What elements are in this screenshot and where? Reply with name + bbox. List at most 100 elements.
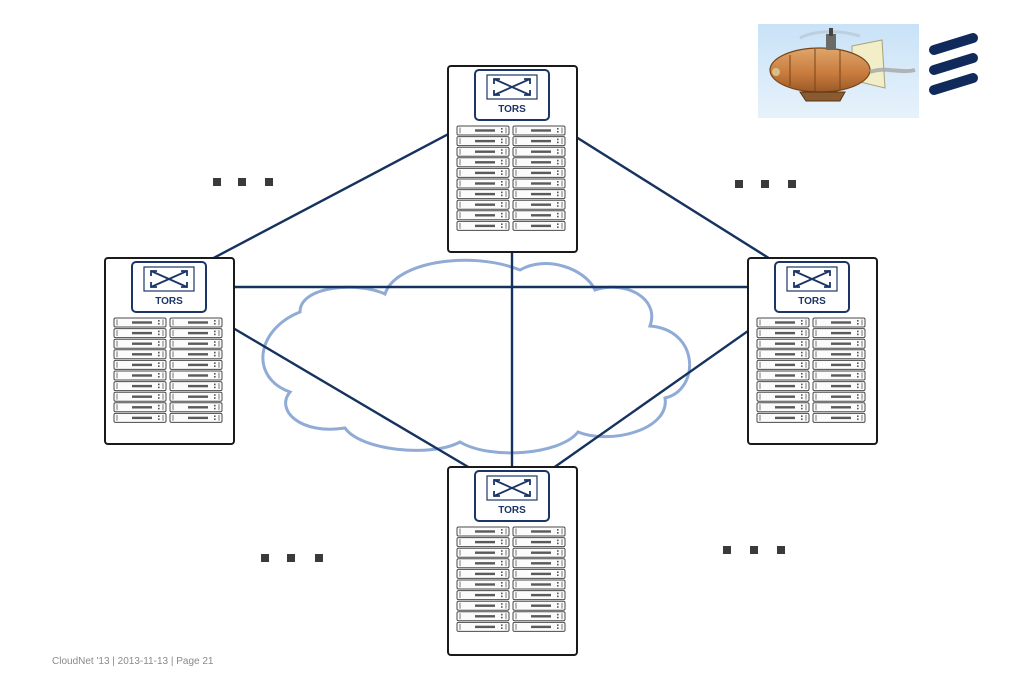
ellipsis-bottom-left	[261, 554, 323, 562]
server-unit-icon	[512, 547, 566, 558]
switch-arrows-icon	[486, 74, 538, 100]
server-unit-icon	[169, 381, 223, 392]
switch-arrows-icon	[143, 266, 195, 292]
footer-text: CloudNet '13 | 2013-11-13 | Page 21	[52, 656, 214, 667]
server-unit-icon	[512, 590, 566, 601]
server-unit-icon	[456, 590, 510, 601]
server-unit-icon	[456, 600, 510, 611]
server-unit-icon	[756, 381, 810, 392]
server-unit-icon	[512, 136, 566, 147]
server-unit-icon	[169, 370, 223, 381]
server-unit-icon	[113, 391, 167, 402]
server-unit-icon	[756, 402, 810, 413]
server-unit-icon	[512, 611, 566, 622]
server-unit-icon	[756, 412, 810, 423]
server-unit-icon	[169, 402, 223, 413]
server-unit-icon	[512, 199, 566, 210]
server-unit-icon	[169, 359, 223, 370]
server-unit-icon	[812, 402, 866, 413]
server-unit-icon	[812, 391, 866, 402]
server-rack-left: TORS	[104, 257, 235, 445]
switch-arrows-icon	[786, 266, 838, 292]
link-top-left	[205, 118, 476, 264]
racks-layer: TORS TORS TORS TORS	[104, 65, 878, 656]
tors-switch-top: TORS	[474, 69, 550, 121]
server-unit-icon	[456, 621, 510, 632]
tors-label: TORS	[798, 296, 826, 307]
server-unit-icon	[512, 157, 566, 168]
server-unit-icon	[512, 579, 566, 590]
server-unit-icon	[456, 178, 510, 189]
link-right-bottom	[548, 311, 776, 472]
tors-label: TORS	[498, 505, 526, 516]
server-unit-icon	[113, 338, 167, 349]
server-unit-icon	[812, 317, 866, 328]
server-unit-icon	[169, 338, 223, 349]
server-unit-icon	[456, 611, 510, 622]
server-unit-icon	[812, 381, 866, 392]
server-unit-icon	[812, 338, 866, 349]
ellipsis-top-right	[735, 180, 796, 188]
server-unit-icon	[756, 359, 810, 370]
server-unit-icon	[512, 526, 566, 537]
server-unit-icon	[756, 328, 810, 339]
server-rack-right: TORS	[747, 257, 878, 445]
tors-switch-left: TORS	[131, 261, 207, 313]
switch-arrows-icon	[486, 475, 538, 501]
ericsson-logo-icon	[929, 33, 978, 95]
server-unit-icon	[169, 349, 223, 360]
server-unit-icon	[169, 391, 223, 402]
server-unit-icon	[512, 621, 566, 632]
server-unit-icon	[512, 220, 566, 231]
server-unit-icon	[812, 349, 866, 360]
server-unit-icon	[756, 349, 810, 360]
server-unit-icon	[512, 146, 566, 157]
server-unit-icon	[456, 167, 510, 178]
server-unit-icon	[169, 412, 223, 423]
tors-switch-bottom: TORS	[474, 470, 550, 522]
server-unit-icon	[113, 381, 167, 392]
server-unit-icon	[456, 199, 510, 210]
server-unit-icon	[512, 568, 566, 579]
server-unit-icon	[113, 370, 167, 381]
server-unit-icon	[456, 146, 510, 157]
server-unit-icon	[113, 412, 167, 423]
server-unit-icon	[113, 349, 167, 360]
network-cloud-icon	[261, 258, 692, 455]
server-unit-icon	[512, 600, 566, 611]
server-rack-top: TORS	[447, 65, 578, 253]
server-unit-icon	[756, 317, 810, 328]
server-unit-icon	[512, 189, 566, 200]
server-unit-icon	[456, 558, 510, 569]
server-unit-icon	[456, 125, 510, 136]
server-unit-icon	[512, 167, 566, 178]
server-unit-icon	[512, 178, 566, 189]
server-unit-icon	[456, 526, 510, 537]
server-unit-icon	[456, 189, 510, 200]
link-top-right	[548, 118, 776, 264]
server-unit-icon	[756, 391, 810, 402]
server-unit-icon	[456, 537, 510, 548]
server-unit-icon	[456, 210, 510, 221]
tors-switch-right: TORS	[774, 261, 850, 313]
server-unit-icon	[812, 328, 866, 339]
server-unit-icon	[512, 210, 566, 221]
server-unit-icon	[113, 359, 167, 370]
tors-label: TORS	[155, 296, 183, 307]
server-unit-icon	[169, 328, 223, 339]
ellipsis-top-left	[213, 178, 273, 186]
server-unit-icon	[756, 370, 810, 381]
airship-illustration	[758, 24, 919, 118]
server-unit-icon	[456, 568, 510, 579]
server-unit-icon	[456, 220, 510, 231]
server-unit-icon	[113, 317, 167, 328]
ellipsis-bottom-right	[723, 546, 785, 554]
server-unit-icon	[113, 328, 167, 339]
server-rack-bottom: TORS	[447, 466, 578, 656]
server-unit-icon	[512, 558, 566, 569]
server-unit-icon	[512, 125, 566, 136]
tors-label: TORS	[498, 104, 526, 115]
server-unit-icon	[169, 317, 223, 328]
server-unit-icon	[756, 338, 810, 349]
